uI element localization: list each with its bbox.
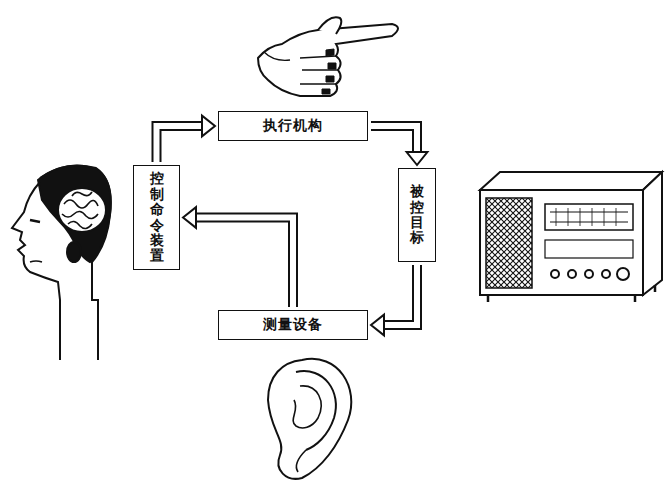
radio-figure-part — [643, 172, 662, 295]
hollow-arrow-part — [183, 207, 196, 228]
head-figure-part — [12, 182, 60, 360]
hollow-arrow-part — [196, 218, 293, 308]
hollow-arrow — [157, 116, 216, 162]
radio-figure-part — [480, 190, 643, 295]
box-label: 被控目标 — [410, 184, 424, 246]
hollow-arrow — [183, 207, 293, 307]
radio-figure-part — [568, 270, 576, 278]
head-figure-part — [58, 188, 106, 232]
head-figure-part — [30, 220, 40, 222]
head-figure-part — [38, 166, 111, 262]
process-box: 控制命令装置 — [133, 165, 180, 270]
box-label: 执行机构 — [263, 117, 323, 135]
hand-figure-part — [264, 52, 290, 60]
hollow-arrow — [371, 265, 417, 335]
hollow-arrow-part — [157, 126, 203, 162]
hollow-arrow-part — [202, 116, 215, 137]
hollow-arrow-part — [371, 126, 417, 152]
radio-figure-part — [556, 208, 616, 226]
radio-figure — [480, 172, 662, 302]
ear-figure — [268, 359, 351, 479]
ear-figure-part — [296, 371, 336, 450]
ear-figure-part — [268, 359, 351, 479]
radio-figure-part — [551, 270, 559, 278]
hand-figure-part — [318, 17, 341, 34]
radio-figure-part — [617, 268, 629, 280]
hollow-arrow-part — [407, 152, 428, 165]
hand-figure-part — [322, 49, 336, 94]
radio-figure-part — [602, 270, 610, 278]
radio-figure-part — [585, 270, 593, 278]
hollow-arrow-part — [371, 315, 384, 336]
ear-figure-part — [293, 386, 321, 428]
hollow-arrow-part — [196, 218, 293, 308]
box-label: 控制命令装置 — [150, 171, 164, 263]
hollow-arrow-part — [371, 126, 417, 152]
hand-figure — [258, 17, 398, 96]
process-box: 测量设备 — [218, 310, 368, 340]
hollow-arrow-part — [384, 265, 417, 325]
head-figure-part — [67, 242, 81, 262]
process-box: 执行机构 — [218, 111, 368, 141]
head-figure — [12, 166, 111, 361]
process-box: 被控目标 — [398, 168, 436, 262]
radio-figure-part — [486, 198, 532, 288]
head-figure-part — [30, 261, 42, 262]
hollow-arrow-part — [157, 126, 203, 162]
ear-figure-part — [296, 450, 306, 472]
radio-figure-part — [545, 204, 633, 230]
radio-figure-part — [545, 240, 633, 258]
head-figure-part — [62, 192, 98, 229]
hollow-arrow-part — [384, 265, 417, 325]
hand-figure-part — [258, 24, 398, 96]
radio-figure-part — [488, 285, 655, 302]
radio-figure-part — [480, 172, 662, 190]
box-label: 测量设备 — [263, 316, 323, 334]
hollow-arrow — [371, 126, 427, 165]
